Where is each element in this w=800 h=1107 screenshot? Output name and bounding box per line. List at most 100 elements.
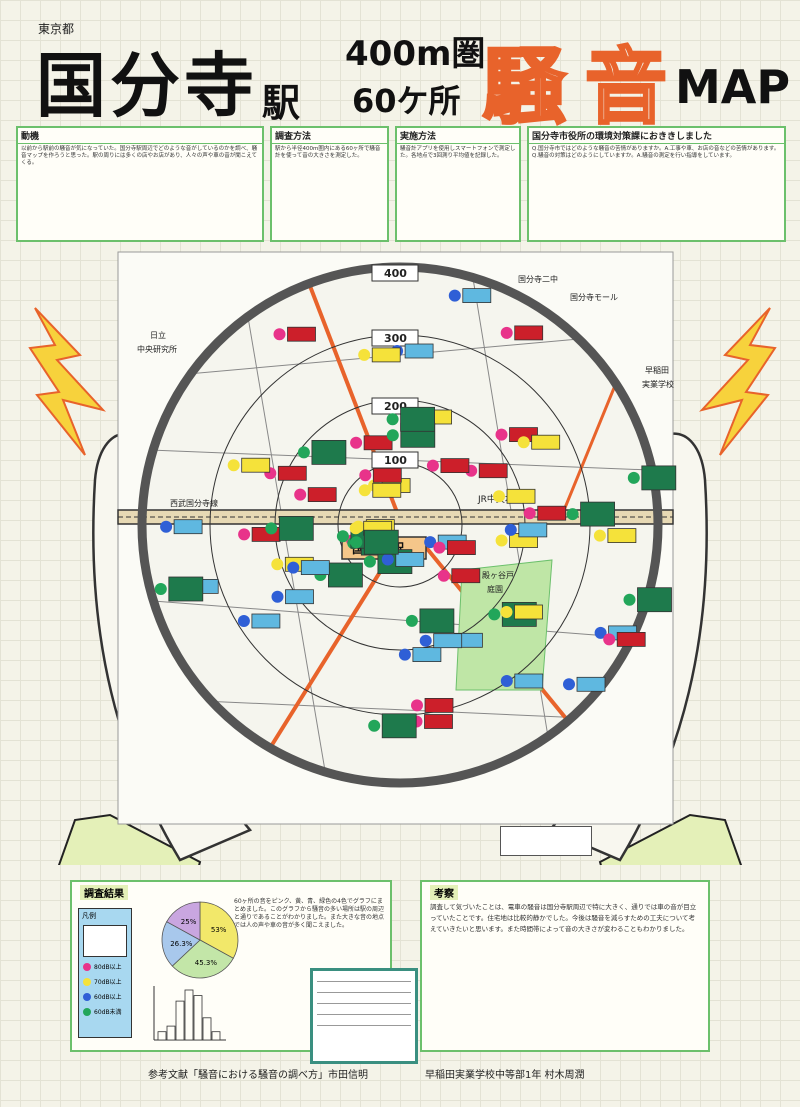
noise-photo-tag bbox=[372, 467, 402, 483]
noise-photo-tag bbox=[371, 347, 401, 363]
map-place-label: 中央研究所 bbox=[137, 344, 177, 354]
noise-photo-tag bbox=[616, 632, 646, 647]
noise-point-marker bbox=[437, 569, 450, 582]
noise-photo-tag bbox=[251, 613, 281, 629]
map-place-label: 早稲田 bbox=[645, 365, 669, 375]
pie-slice-label: 25% bbox=[181, 918, 197, 926]
legend-title: 凡例 bbox=[82, 912, 96, 920]
noise-point-marker bbox=[448, 289, 461, 302]
noise-photo-tag bbox=[173, 519, 203, 535]
noise-photo-tag bbox=[412, 647, 442, 662]
noise-photo-tag bbox=[478, 463, 508, 479]
histogram-bar bbox=[193, 995, 203, 1041]
noise-point-marker bbox=[419, 634, 432, 647]
ring-label-400: 400 bbox=[384, 267, 407, 280]
noise-photo-tag bbox=[433, 633, 463, 649]
noise-point-marker bbox=[271, 590, 284, 603]
method-text: 駅から半径400m圏内にある60ヶ所で騒音計を使って音の大きさを測定した。 bbox=[275, 146, 381, 159]
reference-text: 参考文献「騒音における騒音の調べ方」市田信明 bbox=[148, 1070, 368, 1081]
ring-label-100: 100 bbox=[384, 454, 407, 467]
map-place-label: 日立 bbox=[150, 330, 166, 340]
noise-point-marker bbox=[593, 529, 606, 542]
interview-box: 国分寺市役所の環境対策課におききしました Q.国分寺市ではどのような騒音の苦情が… bbox=[527, 126, 786, 242]
implementation-header: 実施方法 bbox=[397, 128, 519, 144]
title-station: 国分寺 bbox=[36, 45, 258, 127]
noise-photo-tag bbox=[462, 288, 492, 304]
interview-text: Q.国分寺市ではどのような騒音の苦情がありますか。A.工事や車、お店の音などの苦… bbox=[532, 146, 780, 159]
noise-point-marker bbox=[358, 348, 371, 361]
noise-photo-tag bbox=[440, 458, 470, 474]
noise-point-marker bbox=[160, 520, 173, 533]
title-count: 60ケ所 bbox=[352, 82, 461, 120]
noise-photo-tag bbox=[363, 529, 399, 555]
consideration-header: 考察 bbox=[430, 885, 458, 900]
legend-mini-map bbox=[83, 925, 127, 957]
noise-photo-tag bbox=[363, 435, 393, 451]
results-text: 60ヶ所の音をピンク、黄、青、緑色の4色でグラフにまとめました。このグラフから騒… bbox=[234, 898, 385, 929]
consideration-text: 調査して気づいたことは、電車の騒音は国分寺駅周辺で特に大きく、通りでは車の音が目… bbox=[430, 903, 697, 933]
noise-photo-tag bbox=[514, 604, 543, 620]
legend-item-label: 60dB未満 bbox=[94, 1009, 122, 1016]
noise-point-marker bbox=[433, 541, 446, 554]
noise-point-marker bbox=[154, 583, 167, 595]
noise-point-marker bbox=[227, 459, 240, 472]
noise-point-marker bbox=[294, 488, 307, 501]
left-sleeve bbox=[57, 813, 202, 865]
author-text: 早稲田実業学校中等部1年 村木周潤 bbox=[425, 1070, 585, 1081]
legend-dot-icon bbox=[83, 1007, 91, 1016]
noise-point-marker bbox=[386, 429, 399, 442]
histogram-bar bbox=[184, 989, 194, 1041]
motive-header: 動機 bbox=[18, 128, 262, 144]
pie-slice-label: 45.3% bbox=[195, 959, 218, 967]
motive-text: 以前から駅前の騒音が気になっていた。国分寺駅周辺でどのような音がしているのかを調… bbox=[21, 146, 258, 166]
noise-point-marker bbox=[517, 436, 530, 449]
noise-photo-tag bbox=[241, 457, 271, 473]
method-box: 調査方法 駅から半径400m圏内にある60ヶ所で騒音計を使って音の大きさを測定し… bbox=[270, 126, 389, 242]
legend-item: 80dB以上 bbox=[79, 959, 131, 974]
noise-point-marker bbox=[594, 626, 607, 639]
noise-point-marker bbox=[358, 484, 371, 497]
noise-point-marker bbox=[495, 534, 508, 547]
noise-point-marker bbox=[238, 528, 251, 541]
histogram-bar bbox=[202, 1017, 212, 1041]
noise-point-marker bbox=[566, 508, 579, 521]
noise-point-marker bbox=[488, 608, 501, 621]
title-station-suffix: 駅 bbox=[262, 81, 301, 125]
title-radius: 400m圏 bbox=[345, 34, 486, 74]
prefecture-label: 東京都 bbox=[38, 22, 75, 36]
noise-photo-tag bbox=[285, 589, 314, 605]
noise-map: 400 300 200 100 JR中央本線 西武国分寺線 国分寺駅 日立中央研… bbox=[57, 251, 743, 865]
noise-point-marker bbox=[523, 507, 536, 520]
pie-slice-label: 53% bbox=[211, 926, 227, 934]
noise-photo-tag bbox=[424, 698, 454, 713]
noise-photo-tag bbox=[506, 488, 536, 504]
noise-point-marker bbox=[424, 536, 437, 549]
title-noise: 騒音 bbox=[481, 39, 688, 137]
right-sleeve bbox=[598, 813, 743, 865]
noise-photo-tag bbox=[300, 560, 330, 575]
noise-photo-tag bbox=[381, 713, 417, 739]
noise-photo-tag bbox=[576, 676, 606, 692]
noise-point-marker bbox=[368, 719, 381, 732]
scale-bar bbox=[500, 826, 592, 856]
noise-photo-tag bbox=[637, 587, 672, 613]
noise-point-marker bbox=[350, 536, 363, 549]
legend-item: 60dB未満 bbox=[79, 1004, 131, 1019]
pie-slice bbox=[171, 939, 234, 979]
lightning-right-icon bbox=[699, 307, 777, 456]
histogram-bar bbox=[157, 1031, 167, 1041]
map-place-label: 国分寺モール bbox=[570, 293, 618, 302]
noise-point-marker bbox=[398, 648, 411, 661]
noise-point-marker bbox=[493, 490, 505, 503]
implementation-box: 実施方法 騒音計アプリを使用しスマートフォンで測定した。各地点で3回測り平均値を… bbox=[395, 126, 521, 242]
legend-dot-icon bbox=[83, 977, 91, 986]
histogram-bar bbox=[166, 1025, 176, 1041]
noise-photo-tag bbox=[518, 522, 548, 538]
noise-point-marker bbox=[350, 436, 363, 449]
noise-point-marker bbox=[237, 615, 250, 627]
noise-point-marker bbox=[271, 558, 284, 571]
noise-point-marker bbox=[265, 522, 278, 535]
noise-photo-tag bbox=[277, 465, 307, 481]
noise-photo-tag bbox=[287, 326, 316, 342]
pie-slice bbox=[199, 901, 239, 959]
